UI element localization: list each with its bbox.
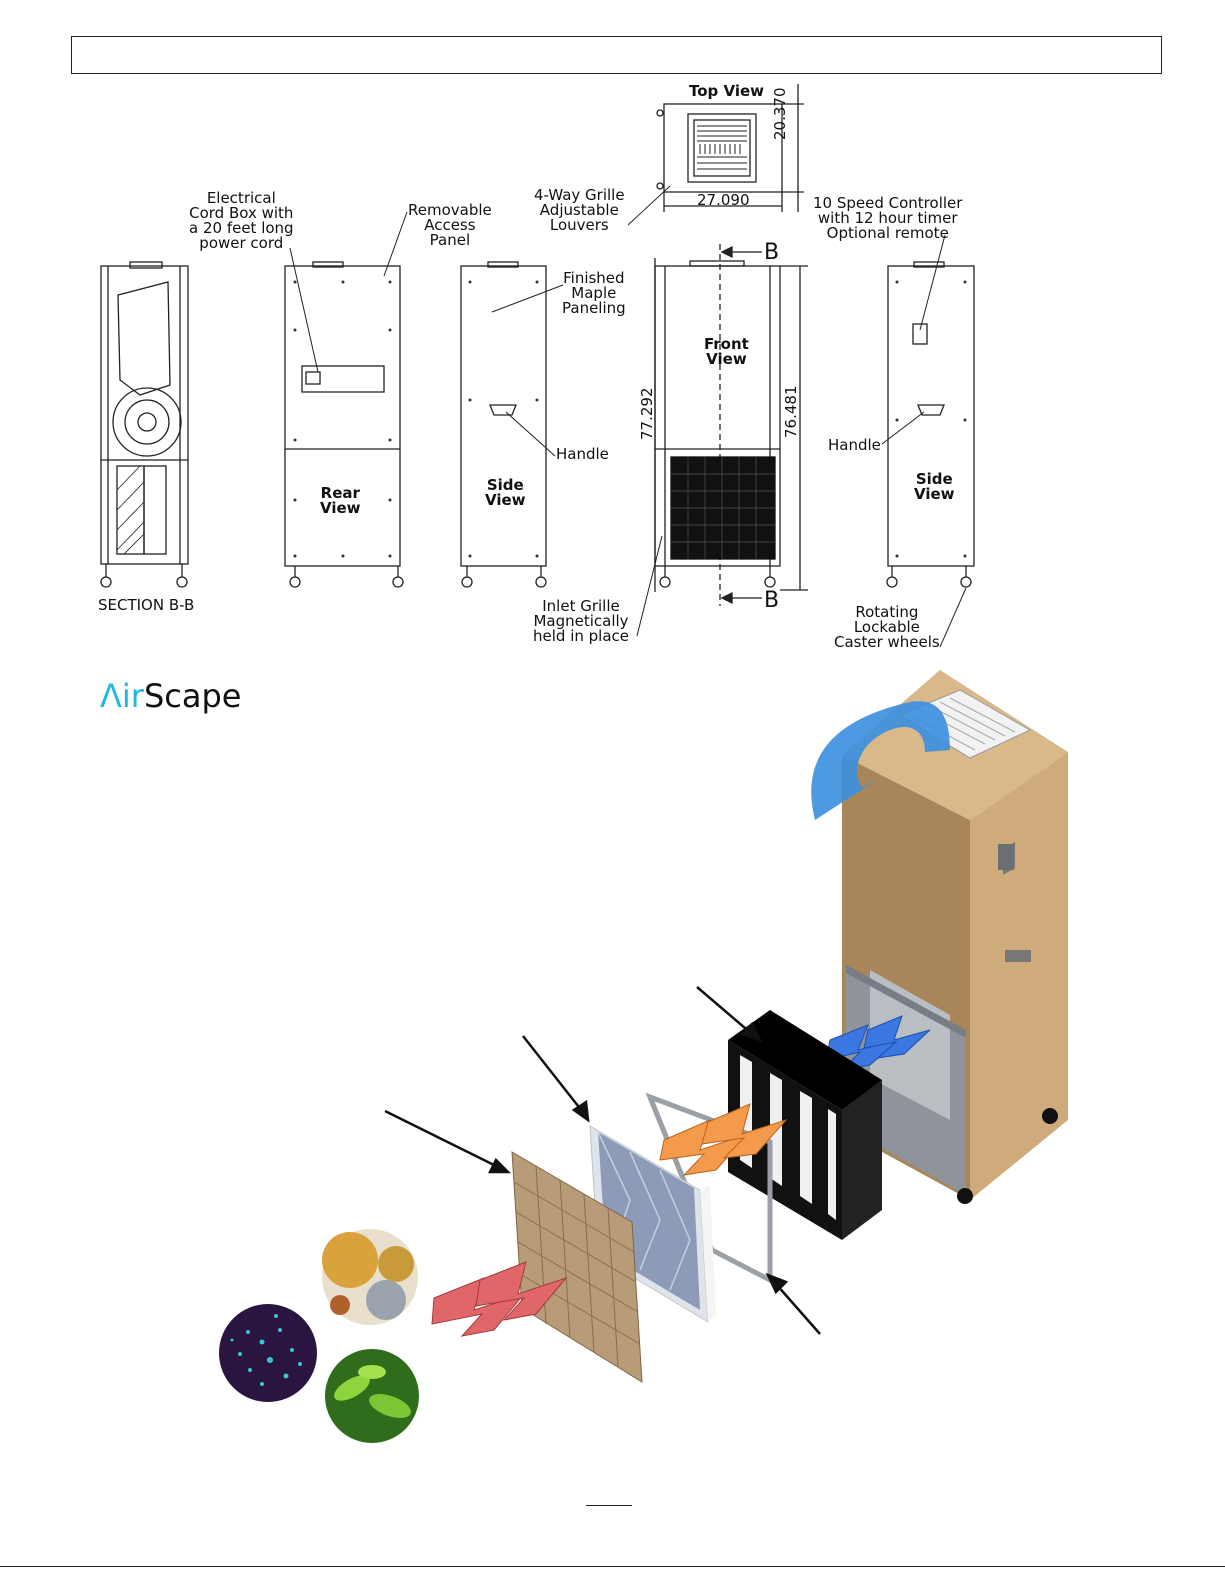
bacteria-image (219, 1304, 317, 1402)
section-marker-top: B (764, 240, 780, 265)
inlet-grille-illustration (511, 1151, 643, 1383)
page-number-line (586, 1505, 632, 1506)
callout-handle-left: Handle (556, 445, 609, 463)
side-view-right-drawing (886, 261, 975, 588)
top-view-title: Top View (689, 82, 765, 100)
section-b-b-drawing (100, 261, 189, 588)
bottom-rule (0, 1566, 1225, 1567)
pleated-filter-illustration (589, 1125, 716, 1323)
rear-view-drawing (284, 261, 404, 588)
callout-handle-right: Handle (828, 436, 881, 454)
germs-image (325, 1349, 419, 1443)
top-view-drawing (656, 84, 804, 212)
section-label: SECTION B-B (98, 596, 195, 614)
dim-height-cabinet: 76.481 (782, 385, 800, 439)
dim-top-width: 27.090 (697, 191, 750, 209)
side-view-left-drawing (460, 261, 547, 588)
section-marker-bottom: B (764, 588, 780, 613)
exploded-illustration (219, 670, 1068, 1443)
dim-height-total: 77.292 (638, 387, 656, 441)
header-box (71, 36, 1162, 74)
technical-drawing (100, 84, 975, 648)
airscape-logo: ΛirScape (100, 677, 242, 715)
pollen-image (322, 1229, 418, 1325)
dim-top-depth: 20.370 (771, 87, 789, 141)
